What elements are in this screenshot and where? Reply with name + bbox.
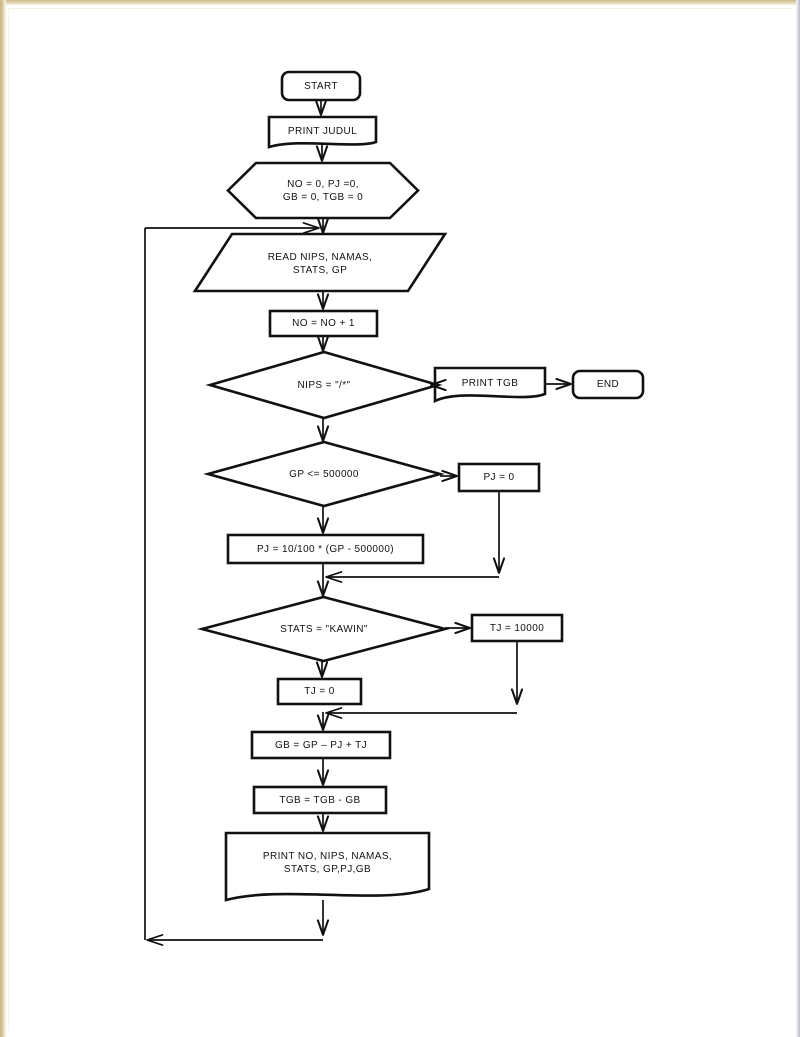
node-pj-zero[interactable]: [459, 464, 539, 491]
shape-print-rec: [224, 831, 431, 902]
node-tj-zero[interactable]: [278, 679, 361, 704]
node-chk-stats[interactable]: [202, 597, 445, 661]
shape-chk-stats: [196, 595, 451, 663]
node-print-rec[interactable]: [226, 833, 429, 905]
shape-pj-calc: [226, 533, 425, 565]
shape-read: [192, 232, 448, 293]
node-start[interactable]: [282, 72, 360, 100]
shape-chk-nips: [205, 350, 443, 420]
node-init[interactable]: [228, 163, 418, 218]
shape-tgb-calc: [252, 785, 388, 815]
shape-init: [226, 161, 420, 220]
node-pj-calc[interactable]: [228, 535, 423, 563]
node-gb-calc[interactable]: [252, 732, 390, 758]
page-frame-inner: [8, 8, 793, 1030]
node-print-judul[interactable]: [269, 117, 376, 147]
node-tj-10000[interactable]: [472, 615, 562, 641]
shape-gb-calc: [250, 730, 392, 760]
page-frame-right-edge: [796, 0, 800, 1037]
shape-end: [571, 369, 645, 400]
shape-tj-zero: [276, 677, 363, 706]
shape-print-judul: [267, 115, 378, 149]
node-chk-nips[interactable]: [210, 352, 438, 418]
node-no-inc[interactable]: [270, 311, 377, 336]
node-read[interactable]: [195, 234, 445, 291]
node-end[interactable]: [573, 371, 643, 398]
shape-print-tgb: [433, 366, 547, 404]
page-frame-top-edge: [0, 0, 800, 5]
node-chk-gp[interactable]: [208, 442, 440, 506]
node-print-tgb[interactable]: [435, 368, 545, 401]
node-tgb-calc[interactable]: [254, 787, 386, 813]
shape-chk-gp: [203, 440, 445, 508]
page-frame-left-edge: [0, 0, 6, 1037]
